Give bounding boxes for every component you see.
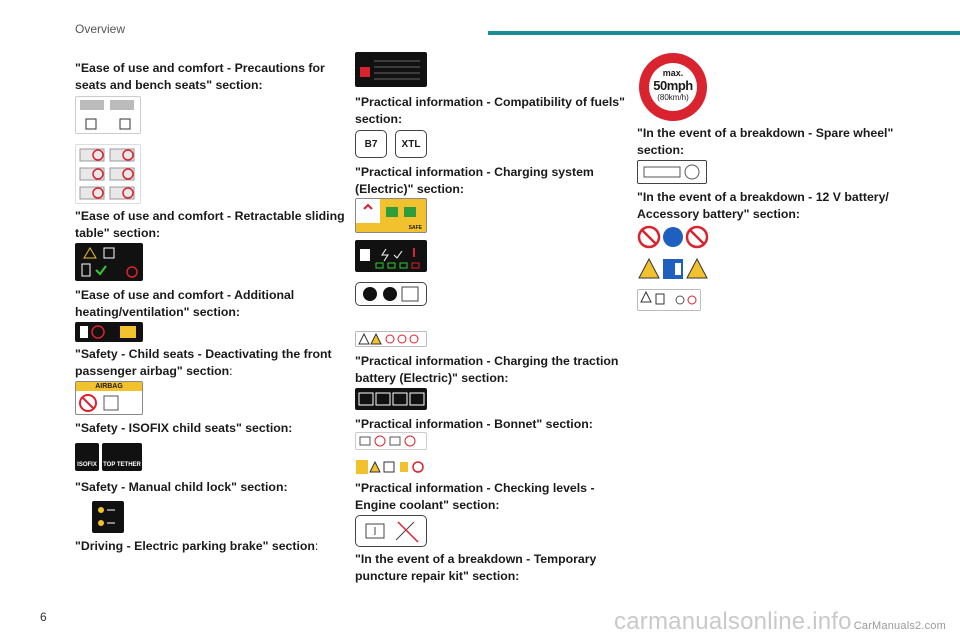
fuel-filler-label: [355, 52, 427, 87]
safe-text: SAFE: [408, 225, 422, 231]
airbag-warning-label: AIRBAG: [75, 381, 143, 415]
header-accent-bar: [488, 31, 960, 35]
seat-precautions-icon: [75, 96, 141, 134]
heading-sliding-table: "Ease of use and comfort - Retractable s…: [75, 209, 345, 240]
isofix-label: ISOFIX: [75, 443, 99, 471]
heading-seats: "Ease of use and comfort - Precautions f…: [75, 61, 325, 92]
heading-spare-wheel: "In the event of a breakdown - Spare whe…: [637, 126, 894, 157]
heading-fuels: "Practical information - Compatibility o…: [355, 95, 625, 126]
battery-prohibition-icons: [637, 225, 709, 249]
speed-mph-text: 50mph: [653, 78, 693, 93]
top-tether-label: TOP TETHER: [102, 443, 142, 471]
heading-repair-kit: "In the event of a breakdown - Temporary…: [355, 552, 597, 583]
fuel-b7-label: B7: [355, 130, 387, 158]
heading-bonnet: "Practical information - Bonnet" section…: [355, 417, 593, 431]
page-number: 6: [40, 610, 47, 624]
speed-max-text: max.: [662, 68, 684, 78]
battery-connection-label: [637, 289, 701, 311]
traction-battery-charging-icons: [355, 388, 427, 410]
charging-key-icons: [355, 282, 427, 306]
speed-limit-sign: max. 50mph (80km/h): [637, 51, 709, 123]
bonnet-warning-icons: [355, 432, 427, 450]
heading-airbag: "Safety - Child seats - Deactivating the…: [75, 347, 332, 378]
speed-kmh-text: (80km/h): [657, 93, 689, 102]
fuel-xtl-text: XTL: [401, 139, 421, 150]
battery-warning-icons: [637, 257, 709, 281]
heading-charging-system: "Practical information - Charging system…: [355, 165, 594, 196]
heading-parking-brake: "Driving - Electric parking brake" secti…: [75, 539, 319, 553]
spare-wheel-label: [637, 160, 707, 184]
seat-warning-icons: [75, 144, 141, 204]
heading-battery: "In the event of a breakdown - 12 V batt…: [637, 190, 889, 221]
child-lock-icon: [92, 501, 124, 533]
charging-status-icons: [355, 240, 427, 272]
engine-coolant-icons: [355, 515, 427, 547]
traction-battery-warning-icons: [355, 331, 427, 347]
fuel-xtl-label: XTL: [395, 130, 427, 158]
heading-traction-battery: "Practical information - Charging the tr…: [355, 354, 619, 385]
top-tether-text: TOP TETHER: [103, 462, 141, 468]
heading-engine-coolant: "Practical information - Checking levels…: [355, 481, 595, 512]
airbag-label-text: AIRBAG: [76, 382, 142, 391]
isofix-text: ISOFIX: [77, 462, 97, 468]
heading-isofix: "Safety - ISOFIX child seats" section:: [75, 421, 293, 435]
fuel-b7-text: B7: [364, 139, 378, 150]
heading-heating: "Ease of use and comfort - Additional he…: [75, 288, 295, 319]
heating-ventilation-icon: [75, 322, 143, 342]
stop-start-bonnet-label: [355, 459, 427, 475]
charging-system-label: SAFE: [355, 198, 427, 233]
header-title: Overview: [75, 22, 126, 36]
sliding-table-icon: [75, 243, 143, 281]
heading-child-lock: "Safety - Manual child lock" section:: [75, 480, 288, 494]
